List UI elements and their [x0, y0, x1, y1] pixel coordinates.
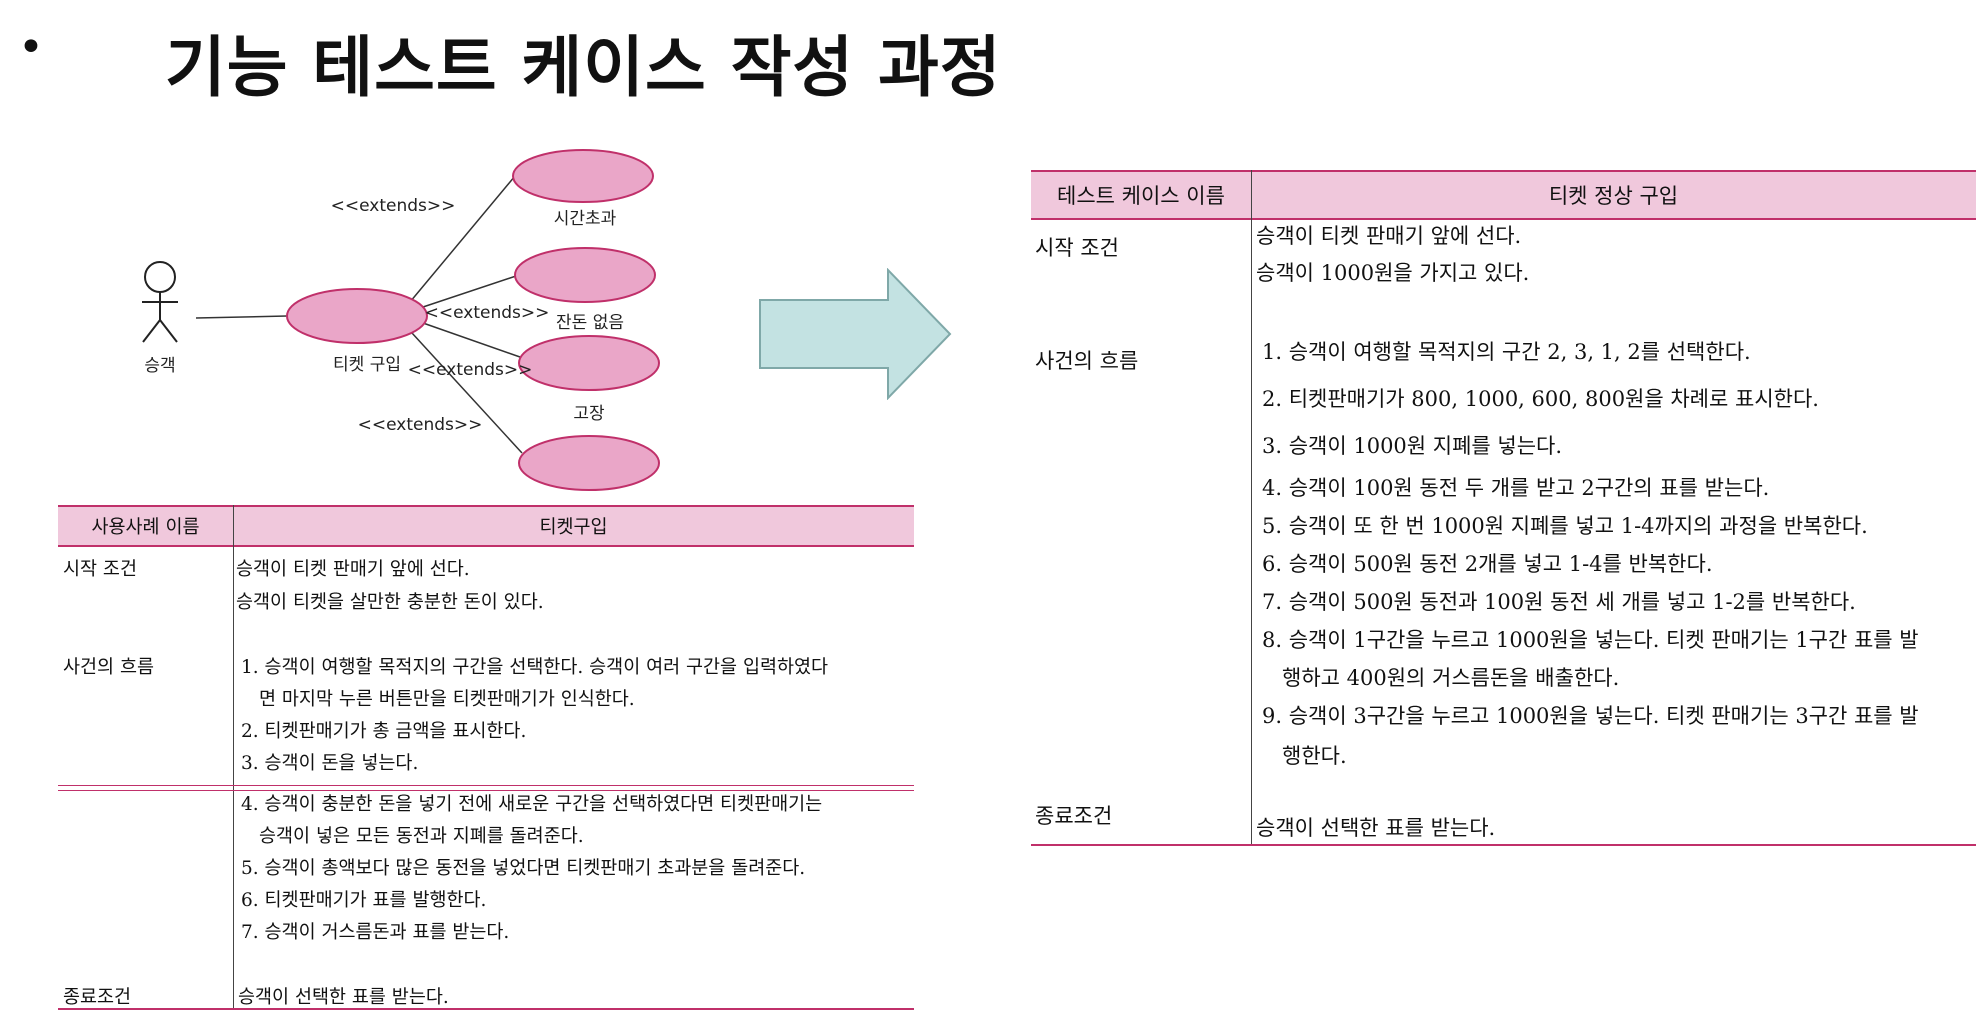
usecase-flow-line-1: 1. 승객이 여행할 목적지의 구간을 선택한다. 승객이 여러 구간을 입력하…: [241, 657, 829, 678]
usecase-flow-line-4: 3. 승객이 돈을 넣는다.: [241, 753, 419, 774]
usecase-flow-line-8: 6. 티켓판매기가 표를 발행한다.: [241, 890, 487, 911]
testcase-start-label: 시작 조건: [1035, 236, 1119, 260]
usecase-start-label: 시작 조건: [63, 559, 137, 580]
testcase-flow-line-9: 행하고 400원의 거스름돈을 배출한다.: [1282, 666, 1620, 690]
testcase-flow-line-5: 5. 승객이 또 한 번 1000원 지폐를 넣고 1-4까지의 과정을 반복한…: [1262, 514, 1868, 538]
extends-label-1: <<extends>>: [331, 196, 456, 216]
testcase-table-bottom-line: [1031, 844, 1976, 846]
usecase-nochange-label: 잔돈 없음: [556, 313, 624, 333]
testcase-flow-label: 사건의 흐름: [1035, 349, 1139, 373]
usecase-flow-line-6: 승객이 넣은 모든 동전과 지폐를 돌려준다.: [259, 826, 584, 847]
extends-line-nochange: [419, 271, 529, 309]
testcase-flow-line-10: 9. 승객이 3구간을 누르고 1000원을 넣는다. 티켓 판매기는 3구간 …: [1262, 704, 1919, 728]
testcase-flow-line-6: 6. 승객이 500원 동전 2개를 넣고 1-4를 반복한다.: [1262, 552, 1713, 576]
usecase-table-break-line: [58, 785, 914, 786]
slide-bullet: •: [18, 22, 44, 73]
usecase-table-col2-header: 티켓구입: [539, 517, 608, 538]
usecase-flow-line-2: 면 마지막 누른 버튼만을 티켓판매기가 인식한다.: [259, 689, 635, 710]
usecase-fault: [518, 335, 660, 391]
slide-title: 기능 테스트 케이스 작성 과정: [165, 29, 1002, 106]
usecase-flow-label: 사건의 흐름: [63, 657, 154, 678]
usecase-fault-label: 고장: [573, 404, 605, 424]
extends-label-4: <<extends>>: [358, 415, 483, 435]
usecase-start-line-1: 승객이 티켓 판매기 앞에 선다.: [236, 559, 470, 580]
testcase-start-line-1: 승객이 티켓 판매기 앞에 선다.: [1256, 224, 1522, 248]
usecase-timeout-label: 시간초과: [554, 209, 617, 229]
usecase-start-line-2: 승객이 티켓을 살만한 충분한 돈이 있다.: [236, 592, 544, 613]
extends-line-fourth: [411, 332, 523, 454]
usecase-flow-line-3: 2. 티켓판매기가 총 금액을 표시한다.: [241, 721, 527, 742]
testcase-table-col2-header: 티켓 정상 구입: [1548, 184, 1679, 208]
actor-label: 승객: [144, 356, 175, 376]
usecase-table-header: 사용사례 이름 티켓구입: [58, 505, 914, 547]
extends-line-timeout: [409, 175, 516, 303]
extends-line-fault: [422, 322, 521, 358]
usecase-no-change: [514, 247, 656, 303]
actor-association-line: [195, 315, 288, 319]
testcase-table-divider: [1251, 170, 1252, 846]
testcase-table-header: 테스트 케이스 이름 티켓 정상 구입: [1031, 170, 1976, 220]
usecase-table-break-line-2: [58, 790, 914, 791]
actor-figure: [142, 261, 178, 343]
testcase-flow-line-2: 2. 티켓판매기가 800, 1000, 600, 800원을 차례로 표시한다…: [1262, 387, 1819, 411]
usecase-table: 사용사례 이름 티켓구입 시작 조건 승객이 티켓 판매기 앞에 선다. 승객이…: [58, 505, 914, 1010]
testcase-flow-line-11: 행한다.: [1282, 744, 1347, 768]
extends-label-2: <<extends>>: [425, 303, 550, 323]
usecase-timeout: [512, 149, 654, 203]
usecase-table-col1-header: 사용사례 이름: [91, 517, 200, 538]
usecase-table-bottom-line: [58, 1008, 914, 1010]
usecase-diagram: 승객 티켓 구입 시간초과 잔돈 없음 고장 <<extends>> <<ext…: [142, 149, 660, 491]
testcase-flow-line-1: 1. 승객이 여행할 목적지의 구간 2, 3, 1, 2를 선택한다.: [1262, 340, 1751, 364]
usecase-end-label: 종료조건: [63, 987, 132, 1008]
usecase-extension: [518, 435, 660, 491]
testcase-table-col1-header: 테스트 케이스 이름: [1057, 184, 1225, 208]
extends-label-3: <<extends>>: [408, 360, 533, 380]
testcase-flow-line-4: 4. 승객이 100원 동전 두 개를 받고 2구간의 표를 받는다.: [1262, 476, 1770, 500]
testcase-flow-line-3: 3. 승객이 1000원 지폐를 넣는다.: [1262, 434, 1563, 458]
testcase-end-text: 승객이 선택한 표를 받는다.: [1256, 816, 1496, 840]
testcase-table: 테스트 케이스 이름 티켓 정상 구입 시작 조건 승객이 티켓 판매기 앞에 …: [1031, 170, 1976, 846]
testcase-start-line-2: 승객이 1000원을 가지고 있다.: [1256, 261, 1530, 285]
transition-arrow: [759, 268, 952, 400]
usecase-main-label: 티켓 구입: [333, 355, 401, 375]
testcase-end-label: 종료조건: [1035, 804, 1113, 828]
usecase-end-text: 승객이 선택한 표를 받는다.: [238, 987, 449, 1008]
testcase-flow-line-7: 7. 승객이 500원 동전과 100원 동전 세 개를 넣고 1-2를 반복한…: [1262, 590, 1856, 614]
usecase-table-divider: [233, 505, 234, 1010]
usecase-flow-line-5: 4. 승객이 충분한 돈을 넣기 전에 새로운 구간을 선택하였다면 티켓판매기…: [241, 794, 823, 815]
usecase-ticket-purchase: [286, 288, 428, 344]
testcase-flow-line-8: 8. 승객이 1구간을 누르고 1000원을 넣는다. 티켓 판매기는 1구간 …: [1262, 628, 1919, 652]
usecase-flow-line-7: 5. 승객이 총액보다 많은 동전을 넣었다면 티켓판매기 초과분을 돌려준다.: [241, 858, 806, 879]
usecase-flow-line-9: 7. 승객이 거스름돈과 표를 받는다.: [241, 922, 510, 943]
